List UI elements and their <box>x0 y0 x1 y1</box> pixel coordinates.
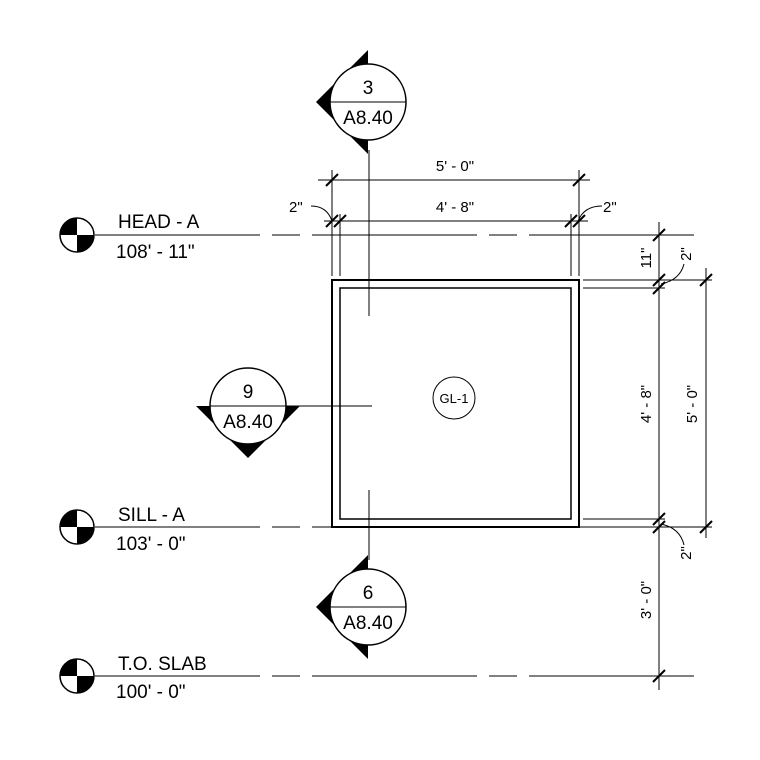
level-elevation: 108' - 11" <box>116 242 195 263</box>
window-frame <box>331 279 580 528</box>
section-sheet: A8.40 <box>343 613 393 634</box>
level-marker-head: HEAD - A 108' - 11" <box>59 212 215 263</box>
dimension-text: 5' - 0" <box>684 385 701 423</box>
dimension-text: 2" <box>603 199 617 216</box>
level-marker-sill: SILL - A 103' - 0" <box>59 505 186 555</box>
glazing-tag-label: GL-1 <box>440 391 469 406</box>
dimension-overall-width: 5' - 0" <box>318 158 590 276</box>
section-tag-top: 3 A8.40 <box>316 50 407 154</box>
dimension-top-offset: 2" <box>660 247 695 285</box>
window-glass-outline <box>339 287 572 520</box>
section-sheet: A8.40 <box>223 412 273 433</box>
dimension-text: 4' - 8" <box>638 385 655 423</box>
dimension-text: 3' - 0" <box>638 581 655 619</box>
dimension-bottom-offset: 2" <box>660 523 695 560</box>
dimension-right-offset: 2" <box>577 199 617 222</box>
section-number: 6 <box>363 583 374 604</box>
level-name: T.O. SLAB <box>118 654 207 675</box>
dimension-left-offset: 2" <box>289 199 333 222</box>
level-marker-slab: T.O. SLAB 100' - 0" <box>59 654 207 703</box>
level-name: HEAD - A <box>118 212 200 233</box>
dimension-text: 2" <box>678 546 695 560</box>
section-number: 9 <box>243 382 254 403</box>
glazing-tag: GL-1 <box>432 376 476 420</box>
level-datum-icon <box>59 658 95 694</box>
dimension-glass-width: 4' - 8" <box>324 199 588 276</box>
dimension-text: 2" <box>678 247 695 261</box>
section-number: 3 <box>363 78 374 99</box>
level-datum-icon <box>59 217 95 253</box>
section-tag-side: 9 A8.40 <box>196 367 300 458</box>
section-tag-bottom: 6 A8.40 <box>316 555 407 659</box>
dimension-text: 4' - 8" <box>436 199 474 216</box>
section-sheet: A8.40 <box>343 108 393 129</box>
level-datum-icon <box>59 509 95 545</box>
level-elevation: 100' - 0" <box>116 682 186 703</box>
dimension-text: 11" <box>638 248 655 269</box>
level-name: SILL - A <box>118 505 185 526</box>
dimension-text: 5' - 0" <box>436 158 474 175</box>
dimension-overall-height: 5' - 0" <box>684 268 713 538</box>
window-outer-frame <box>331 279 580 528</box>
level-elevation: 103' - 0" <box>116 534 186 555</box>
dimension-text: 2" <box>289 199 303 216</box>
dimension-chain-left: 11" 4' - 8" 3' - 0" <box>638 222 666 690</box>
